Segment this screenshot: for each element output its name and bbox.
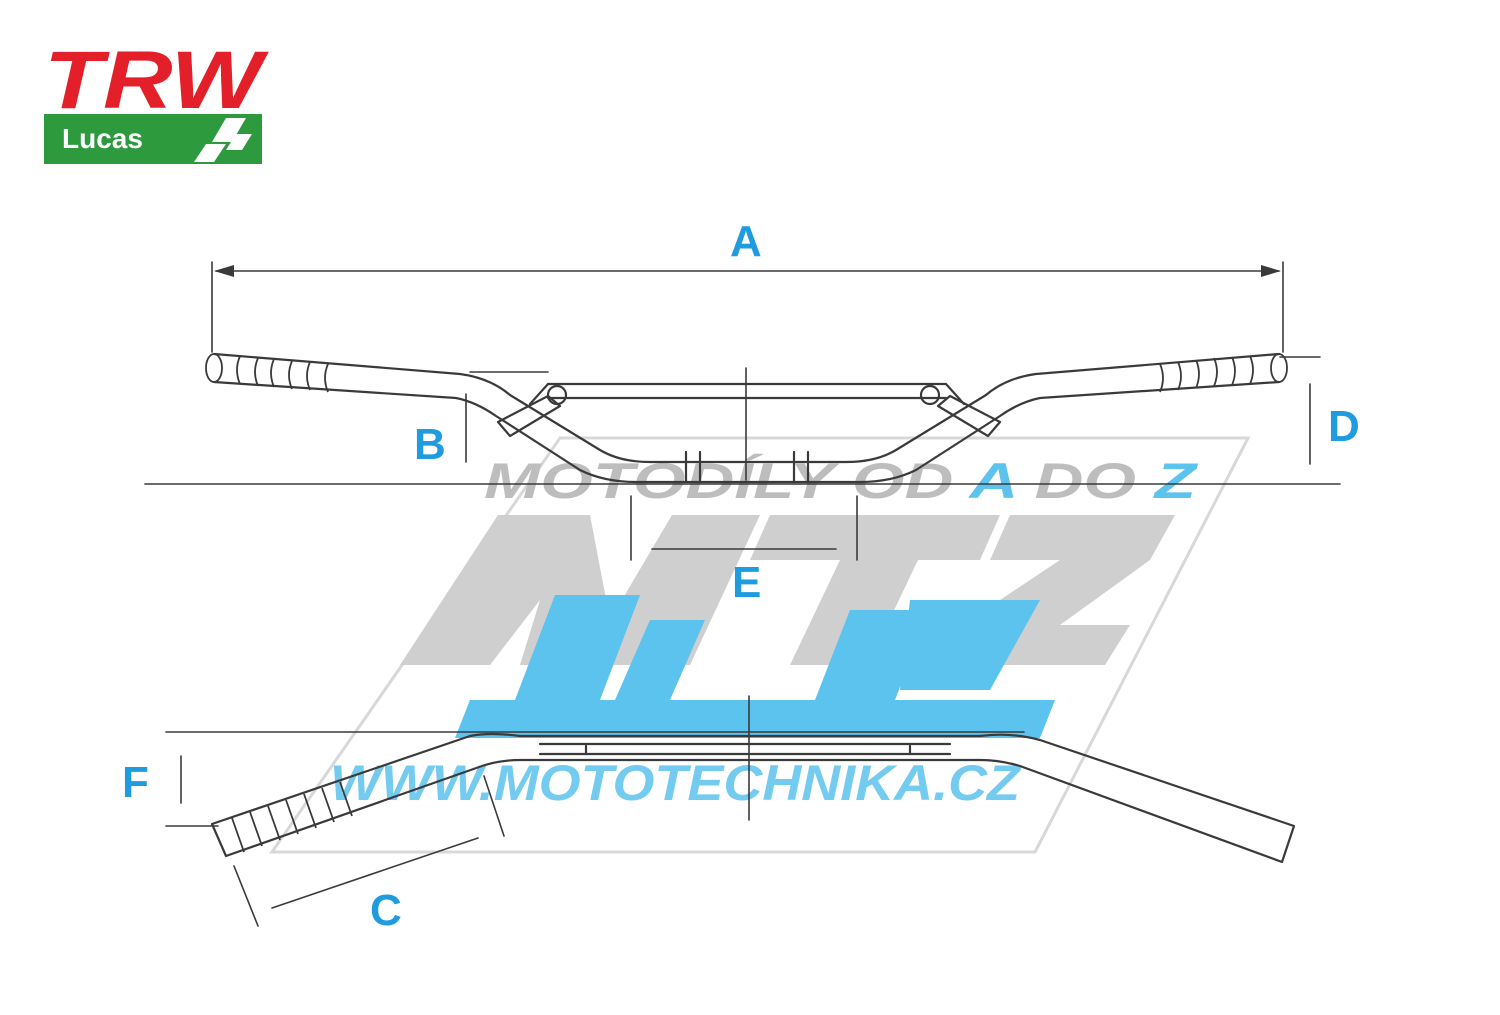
top-left-grip	[231, 781, 353, 853]
dim-label-e: E	[732, 558, 761, 607]
dimension-labels: A B D E F C	[122, 217, 1360, 935]
front-crossbar	[528, 382, 966, 406]
top-bar-outline	[210, 732, 1296, 864]
dim-c-ext-right	[483, 775, 505, 837]
logo-lucas-text: Lucas	[62, 123, 143, 154]
watermark-top-mid: DO	[1016, 453, 1155, 509]
top-crossbar	[538, 742, 952, 756]
left-grip-lines	[236, 355, 329, 393]
watermark-parallelogram-outline	[269, 436, 1251, 854]
right-grip-lines	[1159, 355, 1254, 393]
crossbar-pads	[496, 394, 1002, 438]
watermark-top-z: Z	[1152, 453, 1199, 509]
logo-trw-text: TRW	[44, 35, 270, 126]
dim-label-b: B	[414, 420, 446, 469]
dim-c-line	[271, 837, 479, 909]
dim-a-arrow-right	[1261, 265, 1281, 277]
dim-c-ext-left	[233, 865, 259, 927]
clamp-zone	[684, 450, 810, 484]
dim-a-arrow-left	[214, 265, 234, 277]
logo-lucas-mark	[194, 118, 252, 162]
dim-label-a: A	[730, 217, 762, 266]
handlebar-top-view	[165, 695, 1296, 927]
dim-label-c: C	[370, 886, 402, 935]
dim-label-d: D	[1328, 402, 1360, 451]
left-grip-end	[205, 353, 223, 383]
watermark-top-a: A	[967, 453, 1016, 509]
crossbar-clamp-right	[919, 384, 941, 406]
trw-lucas-logo: TRW Lucas	[44, 35, 270, 164]
watermark-big-letters	[400, 515, 1175, 665]
right-grip-end	[1270, 353, 1288, 383]
front-bar-outline	[212, 352, 1281, 484]
watermark-blue-shapes	[455, 595, 1055, 738]
crossbar-clamp-left	[546, 384, 568, 406]
dim-label-f: F	[122, 758, 149, 807]
watermark-url: WWW.MOTOTECHNIKA.CZ	[330, 755, 1023, 811]
mtz-watermark: MOTODÍLY OD A DO Z WWW.MOTOTECHNIKA.CZ	[269, 436, 1251, 854]
handlebar-front-view	[144, 261, 1341, 561]
